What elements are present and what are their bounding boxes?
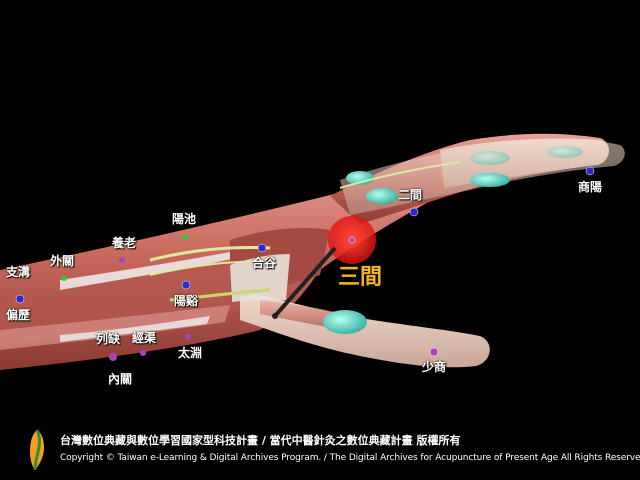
taiwan-map-logo-icon [20, 428, 52, 472]
label-neiguan: 內關 [108, 372, 133, 386]
label-waiguan: 外關 [50, 254, 75, 268]
label-erjian: 二間 [398, 188, 423, 202]
label-yanglao: 養老 [112, 236, 137, 250]
label-zhigou: 支溝 [6, 265, 31, 279]
label-shaoshang: 少商 [422, 360, 447, 374]
label-jingqu: 經渠 [132, 331, 157, 345]
thumb [240, 290, 490, 368]
label-hegu: 合谷 [252, 256, 277, 270]
label-taiyuan: 太淵 [178, 346, 203, 360]
label-yangxi: 陽谿 [174, 294, 199, 308]
footer-copyright-english: Copyright © Taiwan e-Learning & Digital … [60, 453, 640, 463]
label-pianli: 偏歷 [6, 308, 31, 322]
label-yangchi: 陽池 [172, 212, 197, 226]
acupoint-markers [15, 166, 595, 361]
label-lieque: 列缺 [96, 332, 121, 346]
label-shangyang: 商陽 [578, 180, 603, 194]
footer-copyright-chinese: 台灣數位典藏與數位學習國家型科技計畫 / 當代中醫針灸之數位典藏計畫 版權所有 [60, 434, 461, 447]
highlight-label-sanjian: 三間 [338, 265, 383, 290]
